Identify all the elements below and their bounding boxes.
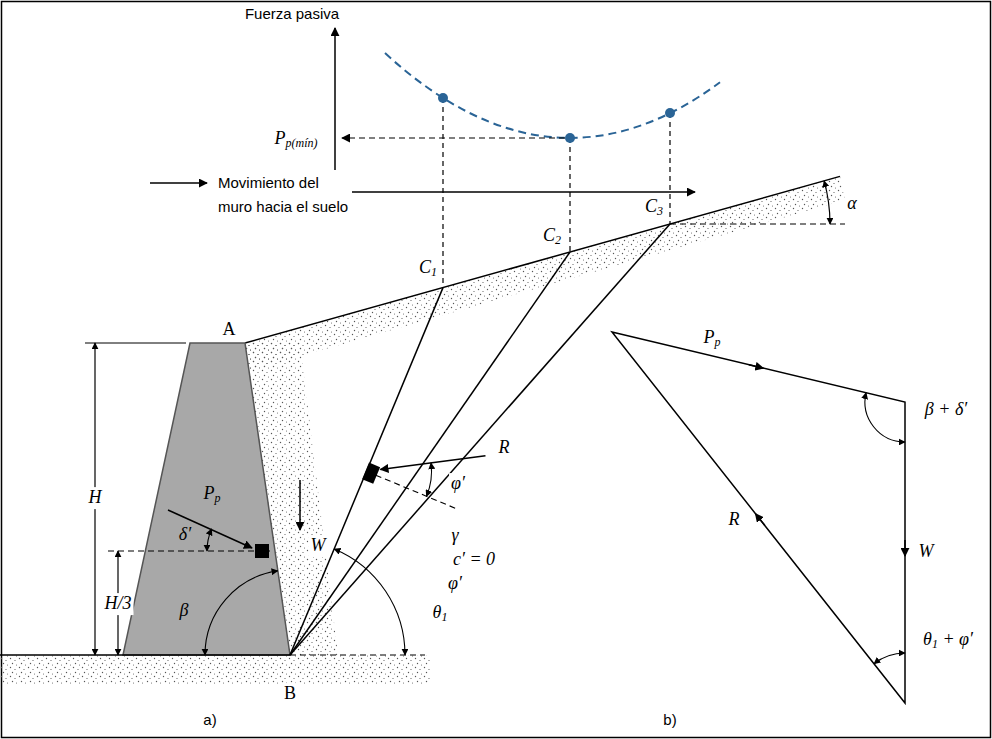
- angle-label: α: [845, 193, 858, 215]
- failure-plane: [290, 224, 670, 655]
- symbol: C: [419, 257, 431, 277]
- symbol: C: [543, 225, 555, 245]
- panel-label: b): [661, 711, 678, 730]
- symbol: θ: [433, 602, 442, 622]
- angle-label: β + δ′: [923, 399, 969, 421]
- angle-arc: [205, 571, 278, 655]
- force-block: [255, 544, 269, 558]
- point-label: C1: [417, 257, 439, 279]
- angle-arc: [427, 463, 432, 496]
- reference-line: [108, 550, 270, 551]
- force-label: Pp: [702, 327, 723, 349]
- force-label: W: [917, 541, 936, 563]
- symbol: P: [704, 327, 715, 347]
- symbol: P: [204, 483, 215, 503]
- dimension-label: H: [87, 487, 104, 509]
- projection-line: [569, 138, 570, 252]
- note-text: Movimiento del muro hacia el suelo: [216, 170, 352, 220]
- force-arrow: [168, 510, 252, 548]
- leader-line: [342, 137, 565, 138]
- subscript: 1: [932, 637, 938, 651]
- force-label: R: [727, 509, 742, 531]
- point-label: C3: [643, 196, 665, 218]
- angle-label: β: [178, 600, 191, 622]
- angle-label: φ′: [449, 473, 467, 495]
- axis-line: [335, 191, 695, 193]
- movement-arrow: [150, 182, 207, 184]
- panel-label: a): [201, 711, 218, 730]
- force-label: Pp: [202, 483, 223, 505]
- extension-line: [85, 343, 186, 344]
- failure-plane: [290, 252, 570, 655]
- angle-arc: [334, 549, 405, 655]
- ground-line: [0, 654, 290, 656]
- point-label: A: [221, 319, 238, 341]
- angle-arc: [207, 529, 212, 551]
- subscript: p: [715, 335, 721, 349]
- subscript: 1: [441, 610, 447, 624]
- point-label: C2: [541, 225, 563, 247]
- point-label: B: [282, 683, 298, 705]
- symbol: P: [275, 128, 286, 148]
- curve-point: [565, 133, 575, 143]
- force-arrow: [299, 480, 301, 530]
- symbol: θ: [923, 629, 932, 649]
- force-arrow: [904, 540, 906, 556]
- force-label: Pp(mín): [273, 128, 320, 150]
- force-arrow: [755, 514, 764, 526]
- angle-arc: [874, 653, 905, 664]
- angle-arc: [824, 181, 830, 224]
- symbol: + φ′: [938, 629, 973, 649]
- axis-line: [334, 28, 336, 192]
- subscript: 1: [431, 265, 437, 279]
- force-label: R: [497, 437, 512, 459]
- dimension-label: H/3: [103, 593, 134, 615]
- force-arrow: [380, 456, 485, 470]
- normal-line: [367, 471, 459, 509]
- force-arrow: [749, 365, 764, 369]
- projection-line: [669, 113, 670, 224]
- soil-parameter: γ: [449, 525, 460, 547]
- axis-title: Fuerza pasiva: [243, 5, 341, 24]
- soil-parameter: c′ = 0: [451, 549, 497, 571]
- angle-arc: [865, 393, 905, 442]
- subscript: p(mín): [286, 136, 318, 150]
- angle-label: θ1: [431, 602, 450, 624]
- subscript: 2: [555, 233, 561, 247]
- retaining-wall: [123, 343, 290, 655]
- angle-label: θ1 + φ′: [921, 629, 975, 651]
- symbol: C: [645, 196, 657, 216]
- reference-line: [670, 223, 845, 224]
- angle-label: δ′: [177, 524, 193, 546]
- projection-line: [442, 98, 443, 288]
- soil-stipple: [0, 655, 430, 684]
- curve-point: [665, 108, 675, 118]
- force-polygon: [612, 332, 905, 703]
- subscript: p: [215, 491, 221, 505]
- soil-parameter: φ′: [446, 573, 464, 595]
- subscript: 3: [657, 204, 663, 218]
- curve-point: [438, 93, 448, 103]
- force-label: W: [309, 535, 328, 557]
